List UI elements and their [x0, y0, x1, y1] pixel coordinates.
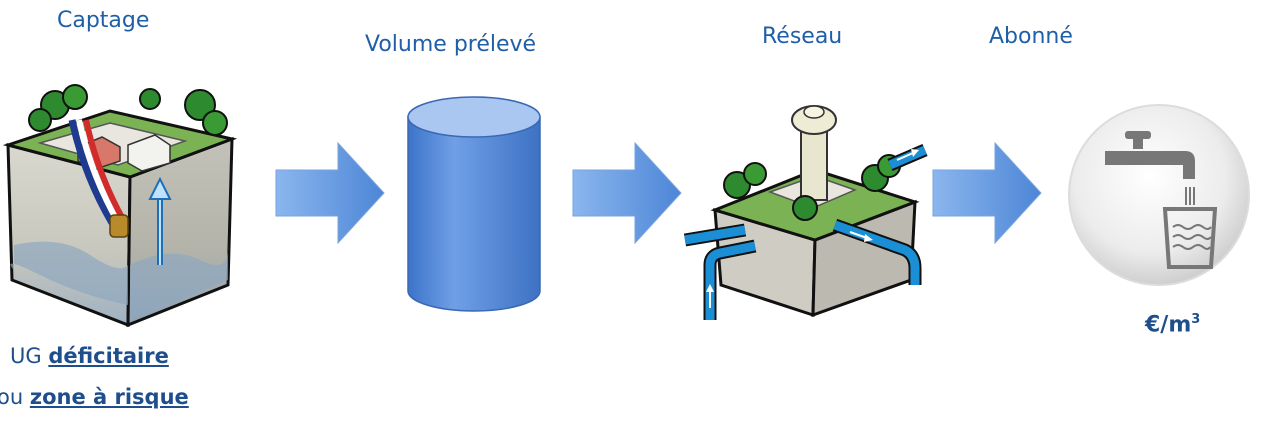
note-deficitaire: UG déficitaire [10, 344, 169, 368]
stage-label-captage: Captage [57, 8, 150, 33]
flow-arrow-1 [275, 141, 385, 245]
volume-cylinder [407, 96, 541, 312]
note-bold-deficitaire: déficitaire [48, 344, 169, 368]
flow-arrow-3 [932, 141, 1042, 245]
stage-label-reseau: Réseau [762, 24, 843, 49]
note-prefix-ou: ou [0, 385, 30, 409]
note-zone-risque: ou zone à risque [0, 385, 189, 409]
note-bold-zone-risque: zone à risque [29, 385, 189, 409]
note-prefix-ug: UG [10, 344, 49, 368]
reseau-block-illustration [683, 105, 928, 320]
price-exponent: 3 [1191, 312, 1201, 327]
water-tap-icon [1068, 104, 1250, 286]
stage-label-abonne: Abonné [989, 24, 1073, 49]
price-unit: €/m [1145, 312, 1192, 338]
stage-label-volume: Volume prélevé [365, 32, 537, 57]
flow-arrow-2 [572, 141, 682, 245]
captage-block-illustration [2, 84, 238, 328]
price-per-cubic-meter: €/m3 [1145, 312, 1200, 337]
